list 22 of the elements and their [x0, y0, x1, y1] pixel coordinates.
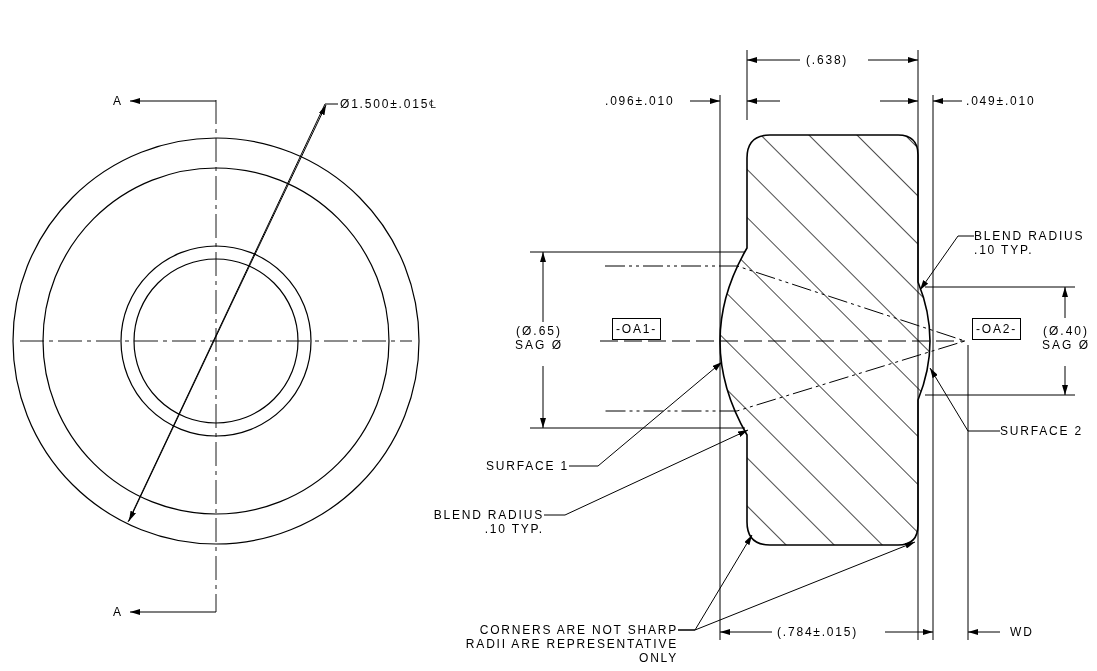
- dimension-text: (Ø.40) SAG Ø: [1041, 324, 1091, 352]
- callout-text: SURFACE 2: [1000, 424, 1083, 438]
- dimension-text: WD: [1010, 625, 1034, 639]
- leader-line: [929, 367, 1001, 432]
- note-text: CORNERS ARE NOT SHARP RADII ARE REPRESENTATIVE ONLY: [454, 623, 678, 665]
- dimension-text: .049±.010: [966, 94, 1036, 108]
- leader-line: [919, 235, 975, 291]
- dimension-text: (.638): [806, 53, 849, 67]
- leader-line: [677, 541, 916, 631]
- section-letter: A: [113, 605, 123, 619]
- leader-line: [543, 429, 749, 516]
- callout-text: SURFACE 1: [486, 459, 569, 473]
- dimension-text: Ø1.500±.015℄: [340, 97, 438, 111]
- datum-box: -OA1-: [612, 318, 661, 340]
- dimension-text: (.784±.015): [777, 625, 859, 639]
- datum-box: -OA2-: [972, 318, 1021, 340]
- callout-text: BLEND RADIUS .10 TYP.: [424, 508, 544, 536]
- dimension-text: .096±.010: [605, 94, 675, 108]
- leader-line: [568, 361, 723, 467]
- dimension-text: (Ø.65) SAG Ø: [514, 324, 564, 352]
- callout-text: BLEND RADIUS .10 TYP.: [974, 229, 1094, 257]
- section-letter: A: [113, 94, 123, 108]
